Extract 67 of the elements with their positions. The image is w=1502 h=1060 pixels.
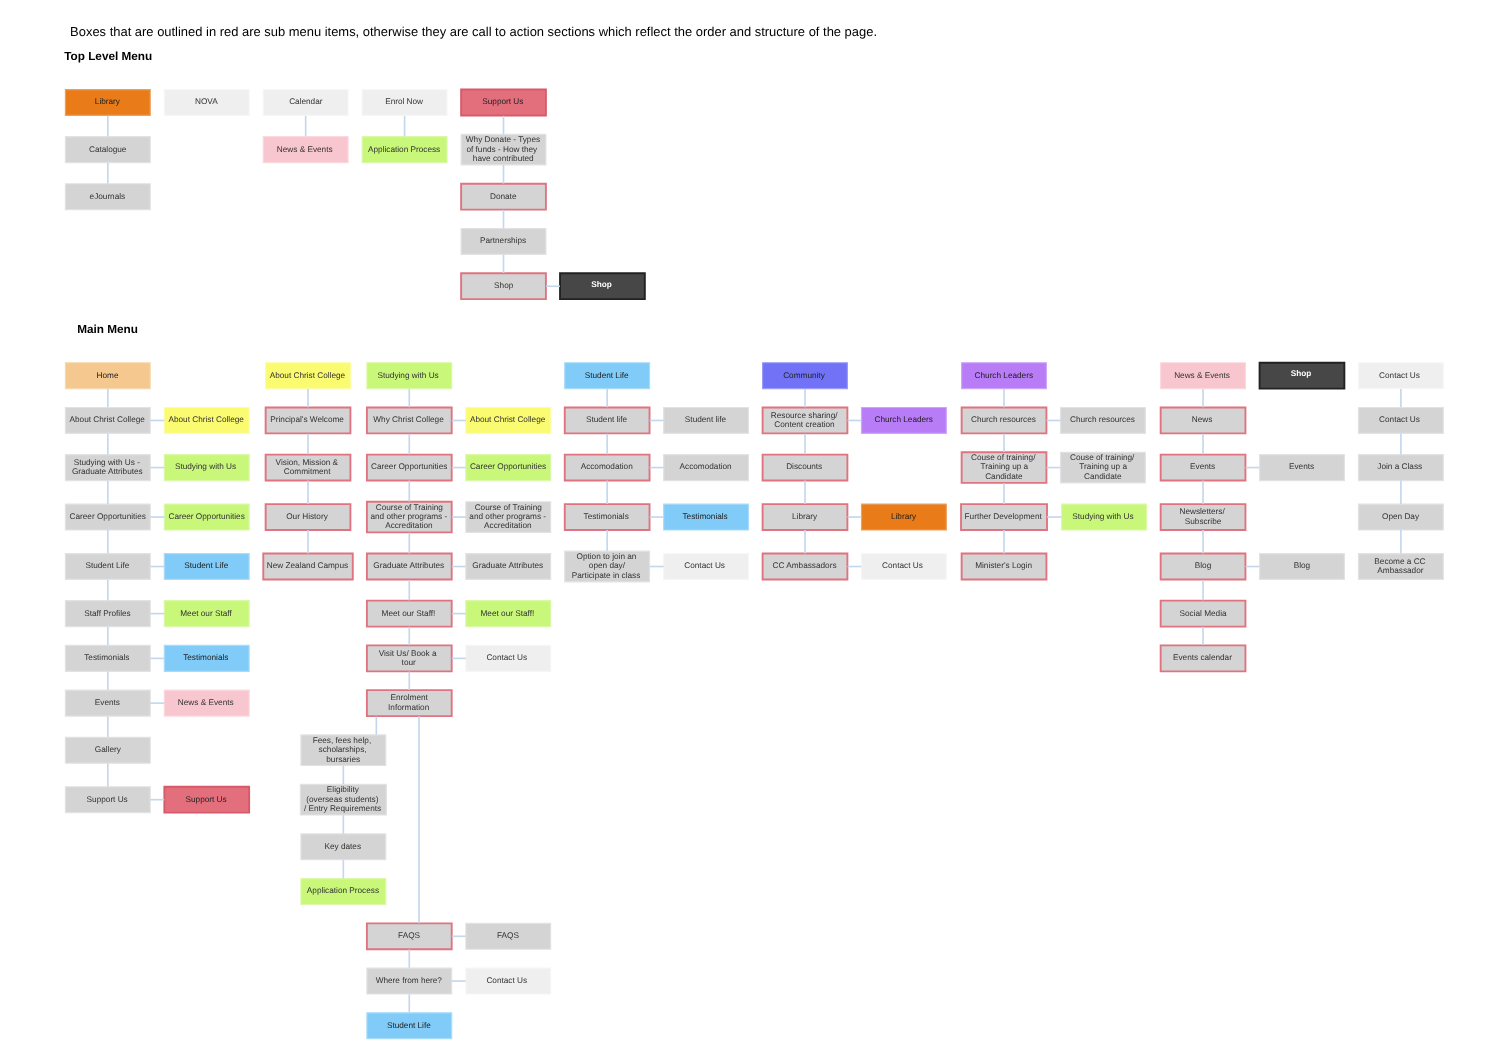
connector xyxy=(303,115,306,138)
connector xyxy=(106,529,108,555)
connector xyxy=(407,531,410,555)
connector xyxy=(306,479,308,505)
connector xyxy=(803,433,805,456)
connector xyxy=(1399,479,1401,505)
connector xyxy=(148,798,165,801)
connector xyxy=(374,715,377,736)
connector xyxy=(106,670,108,691)
connector xyxy=(1002,433,1004,453)
connector xyxy=(1201,625,1203,646)
connector xyxy=(803,388,805,409)
connector xyxy=(605,388,607,409)
connector xyxy=(106,479,108,505)
connector xyxy=(1002,529,1004,555)
connector xyxy=(106,579,108,602)
connector xyxy=(1002,388,1004,409)
connector xyxy=(407,670,410,691)
connector xyxy=(1201,433,1203,456)
connector xyxy=(148,702,165,704)
connector xyxy=(501,164,504,185)
connector xyxy=(306,529,308,555)
connector xyxy=(417,715,419,925)
connector xyxy=(1201,529,1203,555)
connector xyxy=(106,388,108,409)
connector xyxy=(407,948,410,969)
connector xyxy=(407,433,410,456)
connector xyxy=(1201,479,1203,505)
connector xyxy=(605,433,607,456)
connector xyxy=(803,529,805,555)
connector xyxy=(501,253,504,274)
connector xyxy=(501,209,504,230)
connector xyxy=(501,115,504,135)
connector xyxy=(1399,529,1401,555)
connector xyxy=(407,579,410,602)
connector xyxy=(341,765,344,786)
connector xyxy=(1201,579,1203,602)
connector xyxy=(341,859,344,880)
connector xyxy=(407,479,410,503)
connector xyxy=(1399,433,1401,456)
connector xyxy=(605,529,607,552)
connector xyxy=(407,388,410,409)
connector xyxy=(407,625,410,646)
connector xyxy=(148,516,165,518)
connector xyxy=(402,115,405,138)
connector xyxy=(1201,388,1203,409)
connector xyxy=(845,516,862,518)
connector xyxy=(450,980,466,982)
connector xyxy=(605,479,607,505)
connector xyxy=(106,762,108,788)
connector xyxy=(106,115,108,138)
connector xyxy=(647,516,664,518)
connector xyxy=(106,625,108,646)
connector xyxy=(106,162,108,185)
connector xyxy=(450,516,466,518)
connector xyxy=(1045,516,1062,518)
connector xyxy=(1399,388,1401,409)
connector xyxy=(450,935,466,938)
connector xyxy=(306,388,308,409)
connector xyxy=(306,433,308,456)
connector xyxy=(341,814,344,835)
connector xyxy=(1002,482,1004,505)
connector xyxy=(106,433,108,456)
connector xyxy=(803,479,805,505)
connector xyxy=(106,715,108,738)
connector xyxy=(544,285,560,288)
connector xyxy=(407,993,410,1014)
